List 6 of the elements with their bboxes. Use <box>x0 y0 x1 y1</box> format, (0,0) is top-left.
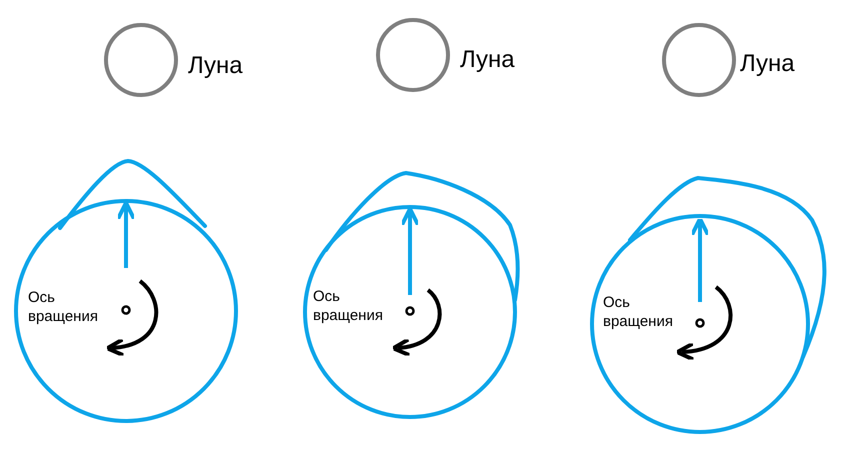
axis-label: Ось вращения <box>603 293 674 331</box>
axis-label: Ось вращения <box>313 287 384 325</box>
moon-label: Луна <box>460 45 515 75</box>
moon-label: Луна <box>740 49 795 79</box>
moon-label: Луна <box>188 51 243 81</box>
axis-label: Ось вращения <box>28 288 99 326</box>
